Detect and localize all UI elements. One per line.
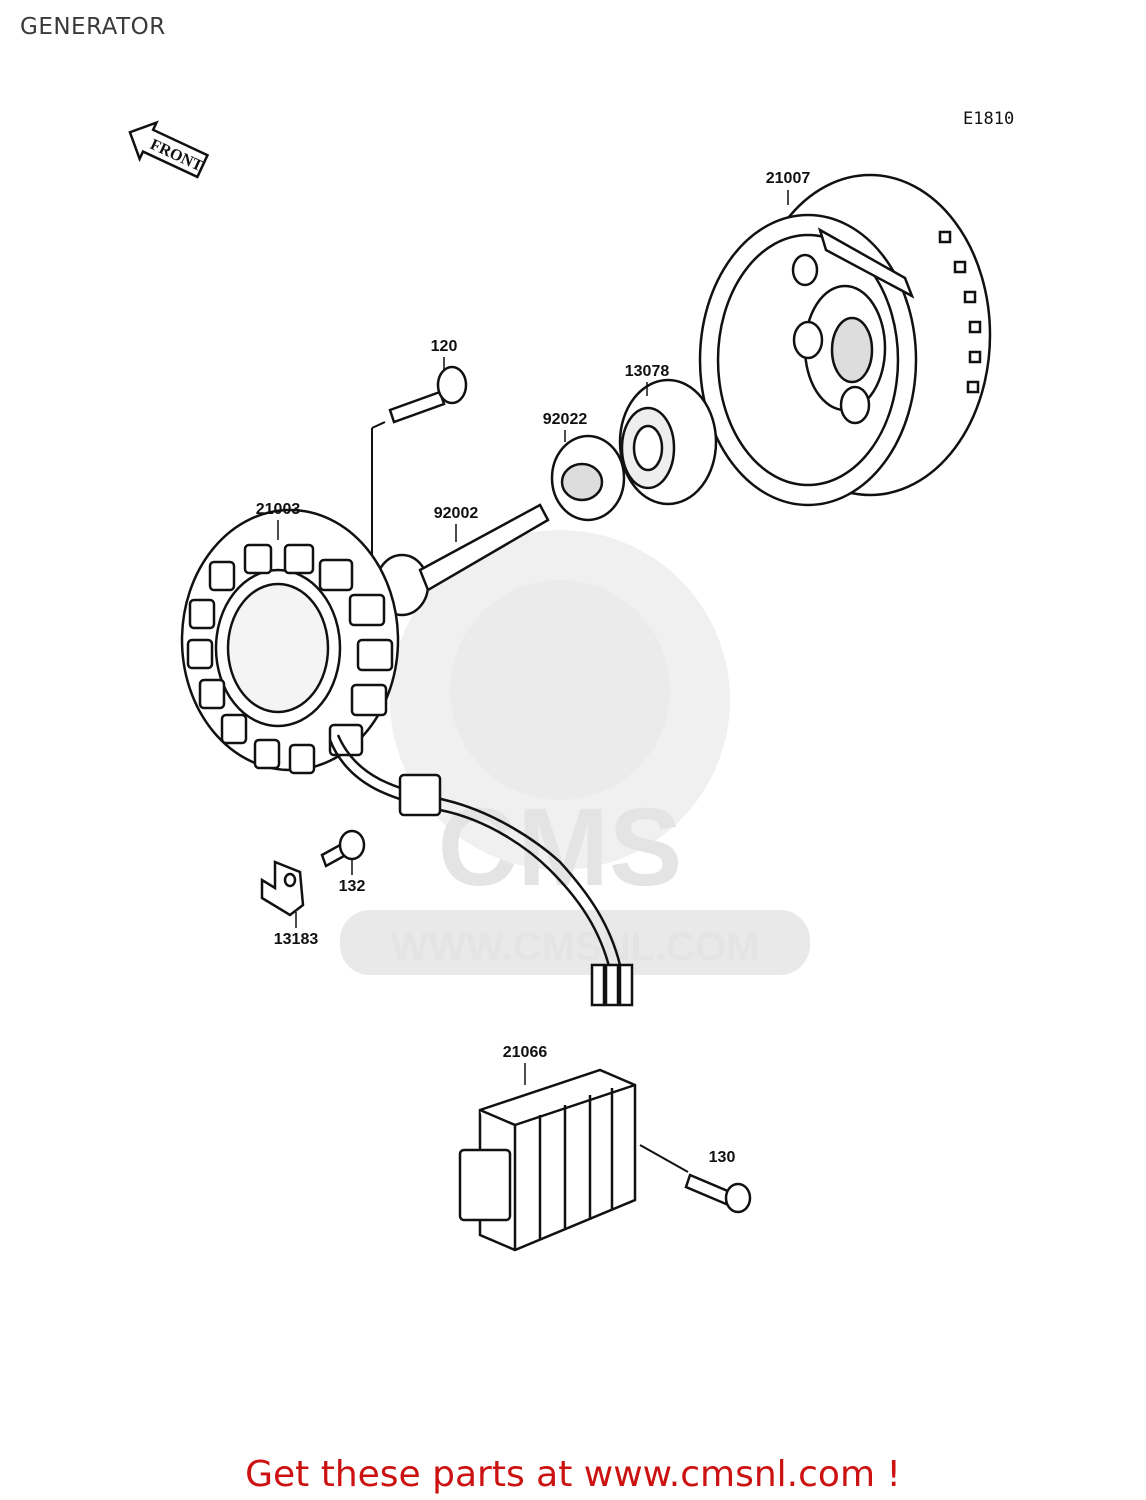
part-labels: 21007 120 13078 92022 21003 92002 132 13… bbox=[256, 170, 811, 1166]
wiring-harness bbox=[328, 734, 634, 1007]
regulator-21066 bbox=[458, 1068, 637, 1252]
washer-92022 bbox=[550, 434, 626, 522]
diagram-code: E1810 bbox=[963, 109, 1014, 129]
bolt-120 bbox=[371, 365, 468, 555]
clamp-13183 bbox=[260, 860, 305, 917]
screw-132 bbox=[320, 829, 366, 868]
rotor-21007 bbox=[698, 173, 992, 507]
part-label: 21003 bbox=[256, 501, 301, 518]
part-label: 92022 bbox=[543, 411, 588, 428]
footer-call-to-action[interactable]: Get these parts at www.cmsnl.com ! bbox=[245, 1454, 901, 1495]
watermark-brand: CMS bbox=[438, 786, 682, 909]
part-label: 13078 bbox=[625, 363, 670, 380]
part-label: 21007 bbox=[766, 170, 811, 187]
part-label: 92002 bbox=[434, 505, 479, 522]
part-label: 120 bbox=[431, 338, 458, 355]
front-arrow-icon: FRONT bbox=[128, 120, 210, 179]
part-label: 132 bbox=[339, 878, 366, 895]
part-label: 13183 bbox=[274, 931, 319, 948]
page-title: GENERATOR bbox=[20, 14, 166, 40]
part-label: 21066 bbox=[503, 1044, 548, 1061]
bolt-130 bbox=[639, 1144, 752, 1214]
leader-lines bbox=[277, 190, 789, 1085]
part-label: 130 bbox=[709, 1149, 736, 1166]
watermark-url: WWW.CMSNL.COM bbox=[391, 925, 760, 969]
cms-watermark: CMS WWW.CMSNL.COM bbox=[340, 530, 810, 975]
coupling-13078 bbox=[618, 378, 718, 506]
stator-21003 bbox=[180, 508, 400, 775]
